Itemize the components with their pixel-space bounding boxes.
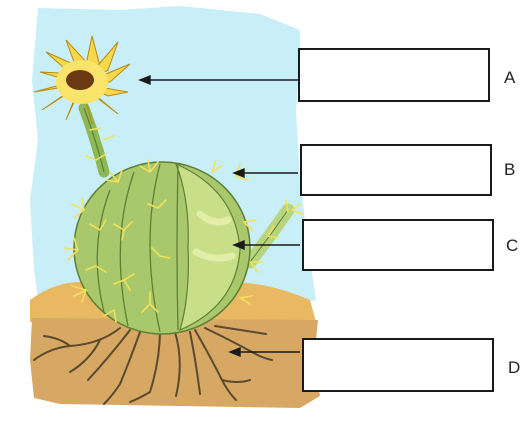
label-letter-a: A — [504, 68, 515, 88]
label-letter-b: B — [504, 160, 515, 180]
flower-center — [66, 70, 94, 90]
label-box-b[interactable] — [300, 144, 492, 196]
label-box-d[interactable] — [302, 338, 494, 392]
label-box-a[interactable] — [298, 48, 490, 102]
label-letter-c: C — [506, 236, 518, 256]
label-letter-d: D — [508, 358, 520, 378]
label-box-c[interactable] — [302, 219, 494, 271]
